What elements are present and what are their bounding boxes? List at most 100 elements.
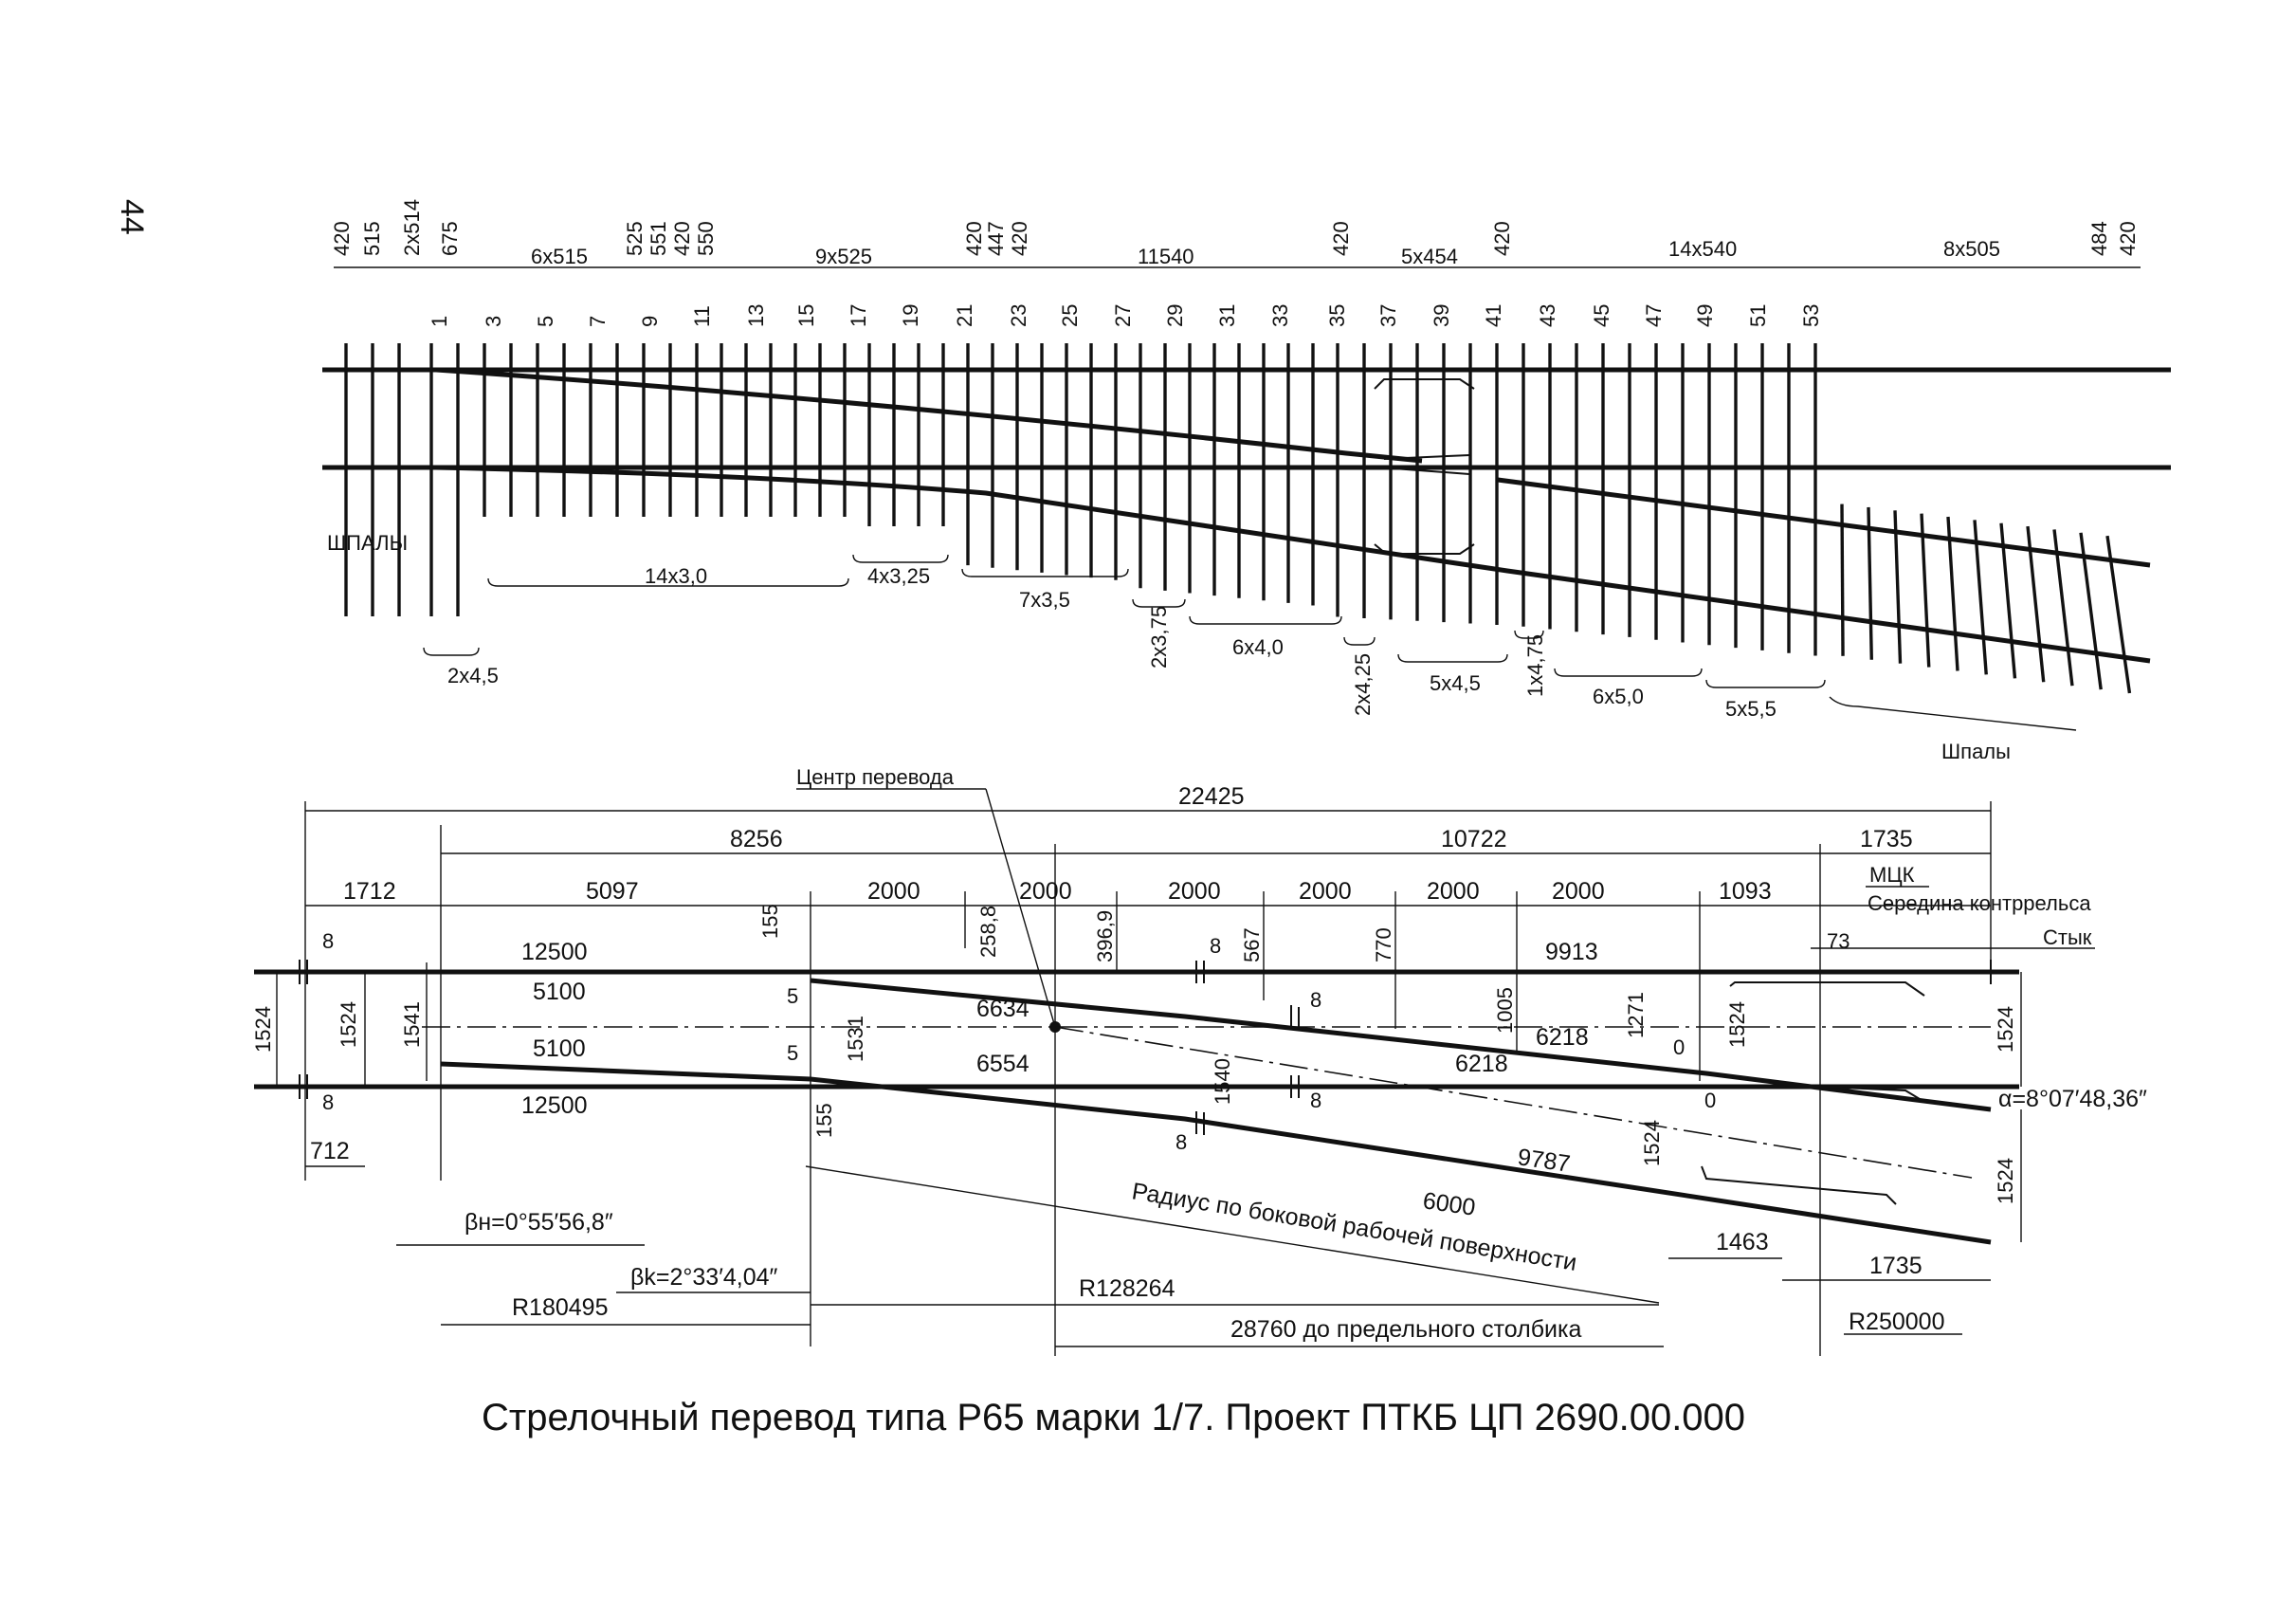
sleeper-number: 31 [1215,304,1239,327]
spacing-label: 6x515 [531,245,588,268]
spacing-label: 5x454 [1401,245,1458,268]
sleeper-number: 29 [1163,304,1187,327]
vdim-1541: 1541 [400,1001,424,1048]
spacing-label: 14x540 [1668,237,1737,261]
spacing-label: 8x505 [1943,237,2000,261]
sleeper [1920,513,1931,668]
brace [852,554,949,563]
sleeper-label-left: ШПАЛЫ [327,531,408,555]
brace [1189,615,1342,625]
sleeper [1946,516,1959,671]
vdim-258-8: 258,8 [976,906,1000,958]
dim-73: 73 [1827,929,1850,953]
gap-0-a: 0 [1673,1035,1685,1059]
diverging-rail-inner [1497,477,2151,568]
sleeper-number: 9 [638,316,662,327]
vdim-1531: 1531 [844,1016,867,1062]
dim-2000-a: 2000 [867,878,920,905]
vdim-1524-right-lower: 1524 [1994,1158,2017,1204]
gap-8-c: 8 [1210,934,1221,958]
sleeper-number: 5 [534,316,557,327]
extension-lines [304,801,1992,1356]
sleeper-length-label: 5x5,5 [1725,697,1777,721]
plan-guard-top [1729,981,1925,997]
sleeper-number: 17 [847,304,870,327]
vdim-1540: 1540 [1211,1058,1234,1105]
sleeper-length-label: 1x4,75 [1523,634,1547,697]
spacing-label: 551 [647,221,670,256]
sleeper [1973,520,1988,675]
vdim-770: 770 [1372,927,1395,962]
spacing-label: 515 [360,221,384,256]
len-6554: 6554 [976,1051,1030,1077]
sleeper-number: 15 [794,304,818,327]
radius-r2: R128264 [1079,1275,1175,1302]
sleeper-number: 23 [1007,304,1030,327]
brace [1343,636,1376,646]
brace-right [1829,696,2077,731]
spacing-label: 447 [984,221,1008,256]
brace [1132,598,1186,608]
center-leader [985,788,1056,1028]
sleeper-length-label: 7x3,5 [1019,588,1070,612]
gap-8-e: 8 [1310,1089,1321,1112]
gauge-markers [276,962,2022,1242]
axis-diverging [1054,1026,1973,1179]
sleeper-number: 25 [1058,304,1082,327]
sleeper-number: 33 [1268,304,1292,327]
gap-8-f: 8 [1175,1130,1187,1154]
plan-diverging-outer [440,1061,1992,1245]
brace [961,568,1129,577]
joint-label: Стык [2043,925,2092,949]
sleeper-number: 19 [899,304,922,327]
spacing-label: 420 [330,221,354,256]
sleeper-number: 37 [1376,304,1400,327]
spacing-label: 420 [2116,221,2140,256]
len-9913: 9913 [1545,939,1598,965]
len-5100-top: 5100 [533,979,586,1005]
beta-n: βн=0°55′56,8″ [465,1209,613,1236]
spacing-label: 550 [694,221,718,256]
beta-k: βk=2°33′4,04″ [630,1264,778,1291]
sleeper-number: 21 [953,304,976,327]
sleeper [2026,525,2046,683]
dim-5097: 5097 [586,878,639,905]
mck-label: МЦК [1869,863,1915,887]
sleeper-number: 47 [1642,304,1666,327]
spacing-label: 420 [1329,221,1353,256]
gap-5-a: 5 [787,984,798,1008]
spacing-label: 484 [2087,221,2111,256]
spacing-label: 420 [1490,221,1514,256]
plan-guard-mid [1819,1086,1925,1103]
vdim-1524-mid: 1524 [1725,1001,1749,1048]
dim-1735-top: 1735 [1860,826,1913,852]
dim-1735-bottom: 1735 [1869,1253,1922,1279]
sleeper-length-label: 2x3,75 [1147,606,1171,669]
radius-leader [805,1165,1660,1304]
guard-rail-bottom [1374,543,1475,555]
sleeper [1999,522,2017,679]
dim-overall: 22425 [1178,783,1245,810]
dim-2000-d: 2000 [1299,878,1352,905]
sleepers [344,343,2132,694]
len-5100-bottom: 5100 [533,1035,586,1062]
page-number: 44 [114,199,150,235]
spacing-label: 11540 [1138,245,1194,268]
dim-2000-f: 2000 [1552,878,1605,905]
diverging-rail-outer [435,465,2151,664]
brace [1705,679,1826,688]
vdim-396-9: 396,9 [1093,910,1117,962]
vdim-1005: 1005 [1493,987,1517,1034]
len-12500-top: 12500 [521,939,588,965]
sleeper-length-label: 2x4,5 [447,664,499,687]
caption: Стрелочный перевод типа Р65 марки 1/7. П… [482,1397,1745,1438]
len-6000: 6000 [1421,1187,1477,1221]
spacing-label: 420 [962,221,986,256]
radius-r3: R250000 [1849,1309,1944,1335]
vdim-1271: 1271 [1624,992,1648,1038]
gap-0-b: 0 [1704,1089,1716,1112]
